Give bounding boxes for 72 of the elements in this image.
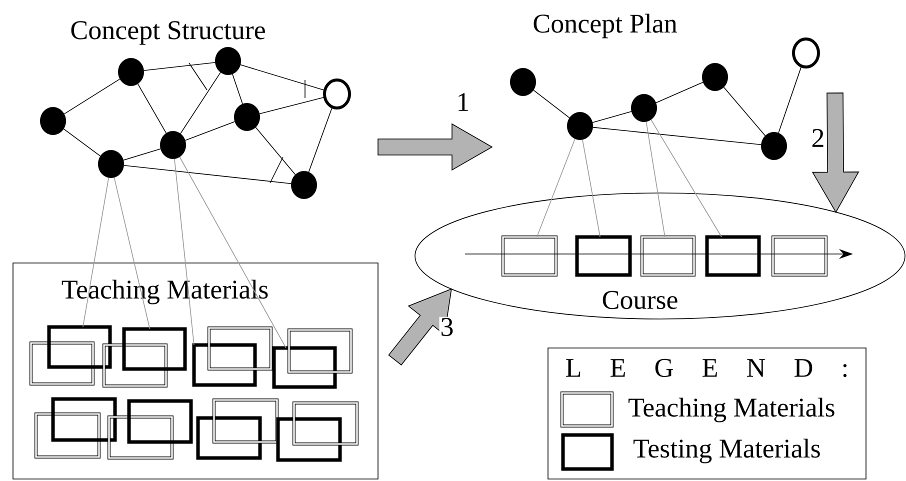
connector-line xyxy=(582,139,600,238)
connector-line xyxy=(179,156,286,348)
teaching-material-box xyxy=(108,416,174,460)
testing-material-box xyxy=(705,235,761,277)
concept-dot xyxy=(215,47,241,75)
link-line xyxy=(124,165,292,184)
testing-material-box xyxy=(196,416,262,460)
connector-line xyxy=(646,121,666,238)
link-line xyxy=(308,106,333,172)
teaching-material-box xyxy=(30,342,94,386)
link-line xyxy=(723,86,766,136)
teaching-material-box xyxy=(102,344,168,388)
link-line xyxy=(63,128,101,156)
testing-material-box xyxy=(192,343,257,387)
connector-line xyxy=(82,177,110,328)
connector-line xyxy=(174,158,194,346)
teaching-material-box xyxy=(502,236,558,276)
materials-panel: Teaching Materials xyxy=(12,262,378,480)
edge-label: 3 xyxy=(439,316,455,338)
testing-material-box xyxy=(575,235,632,277)
concept-dot xyxy=(510,68,536,96)
section-title: Concept Plan xyxy=(534,14,677,38)
teaching-material-box xyxy=(772,236,828,276)
concept-dot xyxy=(291,171,317,199)
teaching-material-box xyxy=(292,402,358,446)
link-line xyxy=(64,78,120,114)
teaching-material-box xyxy=(212,398,278,444)
concept-circle xyxy=(323,78,351,110)
connector-line xyxy=(114,177,150,330)
link-line xyxy=(180,72,221,134)
link-line xyxy=(255,126,296,175)
testing-material-box xyxy=(122,327,187,371)
teaching-material-box xyxy=(34,412,100,458)
concept-dot xyxy=(761,132,787,160)
link-line xyxy=(144,62,216,71)
legend-heading: L E G E N D : xyxy=(566,358,847,378)
teaching-material-box xyxy=(288,328,352,374)
teaching-material-box xyxy=(208,326,272,370)
testing-material-box xyxy=(272,346,337,389)
edge-label: 2 xyxy=(810,128,826,148)
link-line xyxy=(533,90,570,118)
concept-dot xyxy=(702,63,728,91)
concept-dot xyxy=(118,58,144,86)
section-title: Concept Structure xyxy=(71,21,265,45)
connector-line xyxy=(536,138,576,238)
link-line xyxy=(240,64,326,91)
concept-dot xyxy=(631,94,657,122)
concept-dot xyxy=(234,103,260,131)
testing-material-box xyxy=(47,325,112,369)
legend-text: Teaching Materials xyxy=(628,398,834,422)
connector-line xyxy=(650,119,722,238)
testing-material-box xyxy=(51,397,117,442)
step-number: 1 xyxy=(458,93,468,111)
testing-material-box xyxy=(127,399,193,444)
concept-dot xyxy=(567,112,593,140)
concept-dot xyxy=(40,107,66,135)
link-line xyxy=(184,121,236,141)
testing-material-box xyxy=(276,417,342,462)
concept-dot xyxy=(160,131,186,159)
link-line xyxy=(137,84,167,134)
block-arrow xyxy=(812,92,860,213)
link-line xyxy=(778,66,802,134)
link-line xyxy=(656,82,704,104)
concept-dot xyxy=(98,150,124,178)
link-line xyxy=(259,96,326,114)
link-line xyxy=(123,148,161,161)
link-line xyxy=(232,74,243,104)
teaching-material-box xyxy=(640,236,696,276)
link-line xyxy=(592,126,762,146)
link-line xyxy=(592,111,632,123)
concept-circle xyxy=(792,38,820,68)
legend-text: Testing Materials xyxy=(634,438,820,464)
